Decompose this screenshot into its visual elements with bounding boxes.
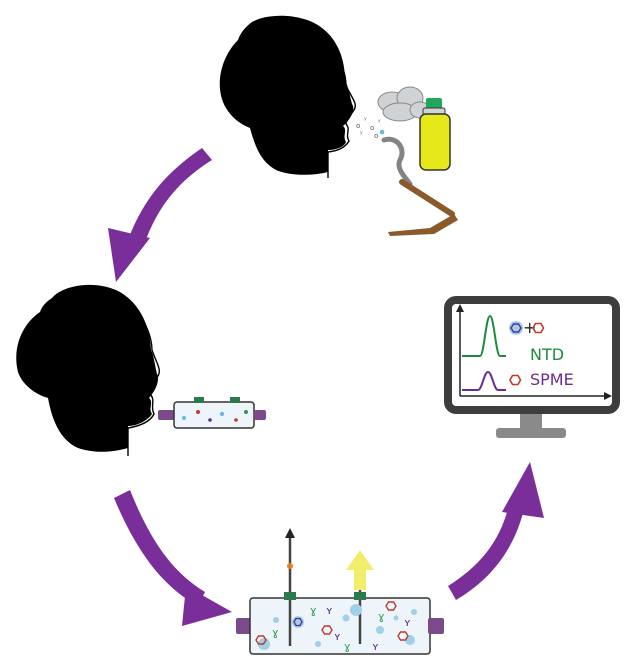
computer-monitor-icon: + NTD SPME xyxy=(444,296,620,438)
curved-arrow-icon xyxy=(448,500,525,600)
sampling-tube-icon xyxy=(158,397,266,429)
plus-sign: + xyxy=(523,318,536,337)
curved-arrow-icon xyxy=(502,462,544,518)
cycle-arrows xyxy=(108,148,544,626)
svg-text:ʏ: ʏ xyxy=(334,630,341,643)
human-head-silhouette-icon xyxy=(219,15,354,175)
svg-text:ʸ: ʸ xyxy=(360,130,363,138)
chromatogram-axes xyxy=(456,304,612,400)
hexagon-icon xyxy=(532,322,545,334)
svg-text:ɣ: ɣ xyxy=(272,626,279,639)
hexagon-icon xyxy=(509,374,522,386)
spray-can-icon xyxy=(419,98,451,171)
face-outline xyxy=(327,43,356,178)
hexagon-icon xyxy=(510,323,522,333)
svg-text:ɣ: ɣ xyxy=(378,610,385,623)
curved-arrow-icon xyxy=(108,228,150,282)
svg-text:o: o xyxy=(374,132,378,140)
tube-particles xyxy=(182,410,248,422)
bottom-tube-particles: ɣ ʏ ʏ ɣ ʏ ɣ ɣ ʏ xyxy=(255,601,417,653)
face-outline xyxy=(127,305,161,456)
svg-text:ʏ: ʏ xyxy=(404,616,411,629)
svg-text:ɣ: ɣ xyxy=(310,604,317,617)
incense-smoke-icon xyxy=(381,136,413,187)
curved-arrow-icon xyxy=(128,148,212,245)
curved-arrow-icon xyxy=(182,586,232,626)
eye-mark xyxy=(329,89,345,93)
middle-head-group xyxy=(16,284,266,456)
smoke-cloud-icon xyxy=(377,86,431,122)
svg-text:o: o xyxy=(356,122,360,130)
svg-text:o: o xyxy=(370,124,374,132)
svg-text:ʏ: ʏ xyxy=(372,640,379,653)
svg-text:ʏ: ʏ xyxy=(326,604,333,617)
ntd-needle xyxy=(346,550,374,644)
ntd-label: NTD xyxy=(530,345,564,364)
curved-arrow-icon xyxy=(114,490,205,606)
spme-fiber xyxy=(284,528,304,646)
spme-label: SPME xyxy=(530,370,574,389)
eye-mark xyxy=(133,361,149,365)
svg-text:ɣ: ɣ xyxy=(344,640,351,653)
svg-text:ʸ: ʸ xyxy=(378,118,381,126)
svg-text:ʸ: ʸ xyxy=(364,116,367,124)
bottom-tube-group: ɣ ʏ ʏ ɣ ʏ ɣ ɣ ʏ xyxy=(236,528,444,655)
incense-stick-icon xyxy=(388,179,458,236)
human-head-silhouette-icon xyxy=(16,284,159,452)
ntd-peak xyxy=(462,314,506,357)
spme-peak xyxy=(462,370,506,391)
